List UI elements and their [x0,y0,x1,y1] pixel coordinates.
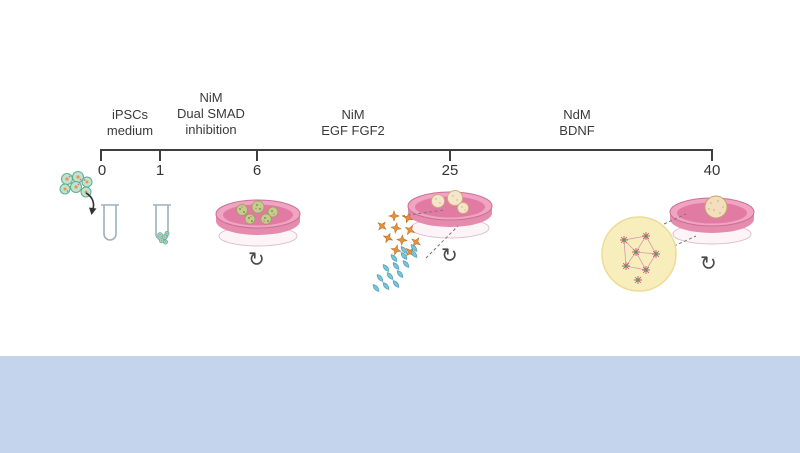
day-label-40: 40 [703,162,721,179]
phase-line: EGF FGF2 [321,123,385,138]
day-label-25: 25 [441,162,459,179]
phase-label-ndm-bdnf: NdM BDNF [559,107,594,139]
petri-dish-day40-icon [669,195,755,245]
phase-line: iPSCs [111,107,149,122]
progenitor-zoom-icon [372,209,459,292]
rotation-arrow-icon: ↻ [248,249,265,271]
phase-line: NiM [199,90,223,105]
phase-label-ipsc-medium: iPSCs medium [107,107,153,139]
rotation-arrow-icon: ↻ [700,253,717,275]
phase-label-nim-dual-smad: NiM Dual SMAD inhibition [177,90,245,138]
rotation-arrow-icon: ↻ [441,245,458,267]
timeline-tick-day1 [159,149,161,161]
day-label-1: 1 [155,162,165,179]
neural-network-zoom-icon [601,213,697,292]
culture-tube-with-cells-icon [153,204,171,245]
journal-banner: cells [0,356,800,453]
day-label-0: 0 [97,162,107,179]
timeline-tick-day25 [449,149,451,161]
phase-line: NiM [341,107,365,122]
phase-line: Dual SMAD [177,106,245,121]
timeline-tick-day40 [711,149,713,161]
culture-tube-empty-icon [101,204,119,241]
phase-line: BDNF [559,123,595,138]
transfer-arrow-icon [85,192,97,215]
phase-line: medium [106,123,154,138]
timeline-tick-day6 [256,149,258,161]
timeline-tick-day0 [100,149,102,161]
day-label-6: 6 [252,162,262,179]
petri-dish-day25-icon [407,190,493,239]
phase-line: inhibition [185,122,237,137]
phase-line: NdM [563,107,591,122]
phase-label-nim-egf-fgf2: NiM EGF FGF2 [321,107,385,139]
timeline-axis [100,149,713,151]
petri-dish-day6-icon [215,199,301,247]
